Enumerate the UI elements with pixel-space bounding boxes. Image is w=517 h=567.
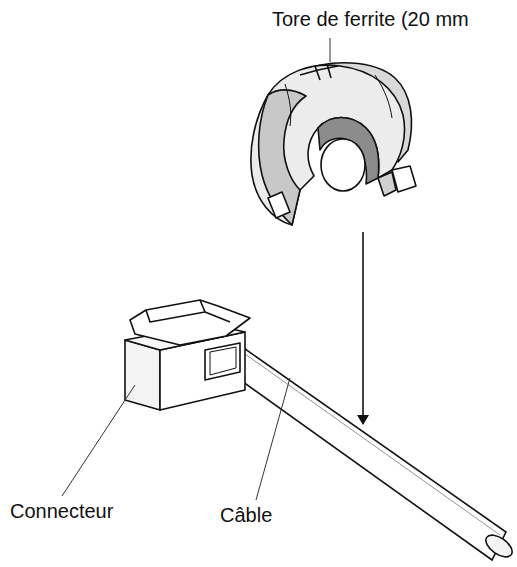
part-label: Câble [218, 504, 274, 527]
mounting-arrow [362, 232, 364, 424]
leader-line [330, 38, 331, 62]
cable [232, 344, 516, 561]
rj-connector [125, 300, 250, 410]
leader-line [256, 378, 290, 500]
leader-line [62, 385, 135, 496]
part-label: Connecteur [8, 500, 115, 523]
part-label: Tore de ferrite (20 mm [270, 8, 471, 31]
ferrite-core [251, 63, 416, 225]
